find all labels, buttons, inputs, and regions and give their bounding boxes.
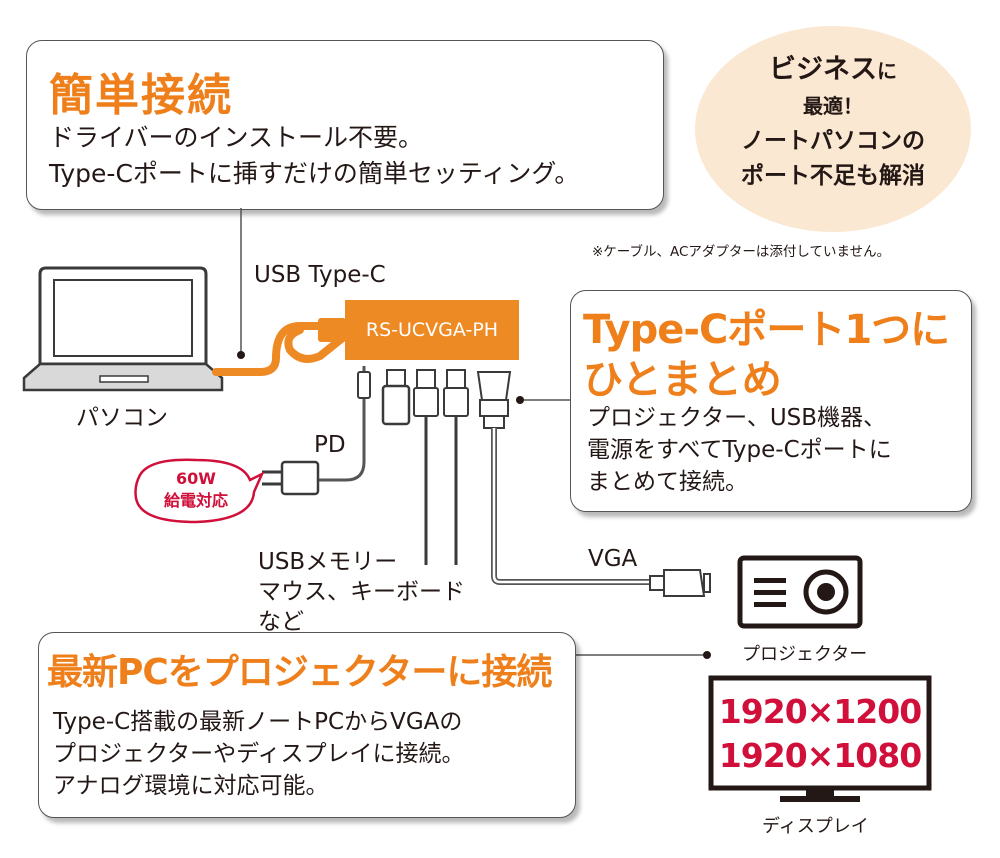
adapter-label: RS-UCVGA-PH (345, 300, 519, 360)
power-bubble (134, 458, 265, 524)
laptop-icon (22, 266, 224, 392)
resolution-2: 1920×1080 (718, 736, 922, 775)
simple-connection-line2: Type-Cポートに挿すだけの簡単セッティング。 (49, 159, 580, 188)
business-badge-text: ビジネスに 最適！ ノートパソコンの ポート不足も解消 (695, 52, 971, 193)
latest-pc-box: 最新PCをプロジェクターに接続 Type-C搭載の最新ノートPCからVGAの プ… (38, 632, 576, 818)
power-bubble-text: 60W 給電対応 (140, 468, 252, 512)
simple-connection-box: 簡単接続 ドライバーのインストール不要。 Type-Cポートに挿すだけの簡単セッ… (26, 40, 664, 210)
usb-devices-line2: マウス、キーボード (258, 579, 465, 605)
power-bubble-line1: 60W (176, 469, 216, 488)
business-badge (695, 26, 971, 232)
latest-pc-line2: プロジェクターやディスプレイに接続。 (53, 741, 465, 767)
one-port-box: Type-Cポート1つに ひとまとめ プロジェクター、USB機器、 電源をすべて… (570, 290, 972, 512)
simple-connection-line1: ドライバーのインストール不要。 (49, 123, 424, 152)
vga-label: VGA (588, 546, 638, 572)
one-port-title-line2: ひとまとめ (583, 357, 782, 403)
usb-a-plug-icon-1 (413, 369, 439, 417)
one-port-line2: 電源をすべてType-Cポートに (587, 437, 892, 463)
usb-devices-line1: USBメモリー (258, 549, 398, 575)
usb-c-cable-icon (212, 318, 349, 376)
power-bubble-line2: 給電対応 (163, 491, 228, 510)
badge-line2: 最適！ (803, 94, 863, 118)
display-icon (708, 675, 932, 802)
vga-plug-icon (476, 371, 512, 429)
one-port-line3: まとめて接続。 (587, 469, 748, 495)
one-port-line1: プロジェクター、USB機器、 (587, 405, 887, 431)
vga-connector-icon (649, 569, 711, 597)
projector-label: プロジェクター (742, 644, 868, 665)
badge-line1-suffix: に (877, 59, 897, 83)
resolution-1: 1920×1200 (718, 692, 922, 731)
one-port-title-line1: Type-Cポート1つに (583, 307, 950, 353)
latest-pc-line3: アナログ環境に対応可能。 (53, 773, 329, 799)
cable-note: ※ケーブル、ACアダプターは添付していません。 (592, 244, 891, 260)
latest-pc-line1: Type-C搭載の最新ノートPCからVGAの (53, 709, 463, 735)
pc-label: パソコン (76, 405, 168, 431)
display-label: ディスプレイ (762, 816, 869, 837)
badge-line1-main: ビジネス (769, 54, 877, 85)
usb-devices-line3: など (258, 609, 304, 635)
pd-label: PD (314, 432, 346, 458)
badge-line3: ノートパソコンの (741, 128, 925, 154)
badge-line4: ポート不足も解消 (741, 163, 925, 189)
ac-adapter-icon (262, 460, 320, 496)
latest-pc-title: 最新PCをプロジェクターに接続 (47, 652, 552, 693)
usb-memory-plug-icon (381, 369, 411, 426)
usb-type-c-label: USB Type-C (254, 262, 386, 288)
simple-connection-title: 簡単接続 (49, 70, 233, 121)
usb-a-plug-icon-2 (443, 369, 469, 417)
projector-icon (737, 555, 863, 629)
